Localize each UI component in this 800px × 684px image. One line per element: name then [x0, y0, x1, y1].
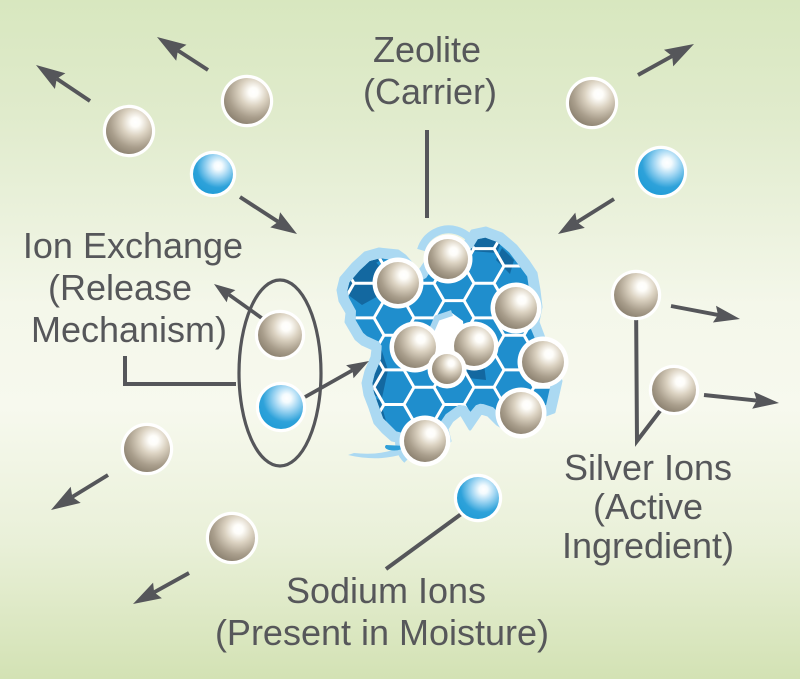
svg-text:Ingredient): Ingredient): [562, 525, 734, 566]
svg-text:(Carrier): (Carrier): [363, 71, 497, 112]
svg-text:Mechanism): Mechanism): [31, 309, 227, 350]
svg-text:(Active: (Active: [593, 486, 703, 527]
svg-text:Zeolite: Zeolite: [373, 29, 481, 70]
svg-text:(Release: (Release: [48, 267, 192, 308]
svg-text:Silver Ions: Silver Ions: [564, 447, 732, 488]
svg-text:Sodium Ions: Sodium Ions: [286, 570, 486, 611]
svg-text:Ion Exchange: Ion Exchange: [23, 225, 243, 266]
svg-text:(Present in Moisture): (Present in Moisture): [215, 612, 549, 653]
